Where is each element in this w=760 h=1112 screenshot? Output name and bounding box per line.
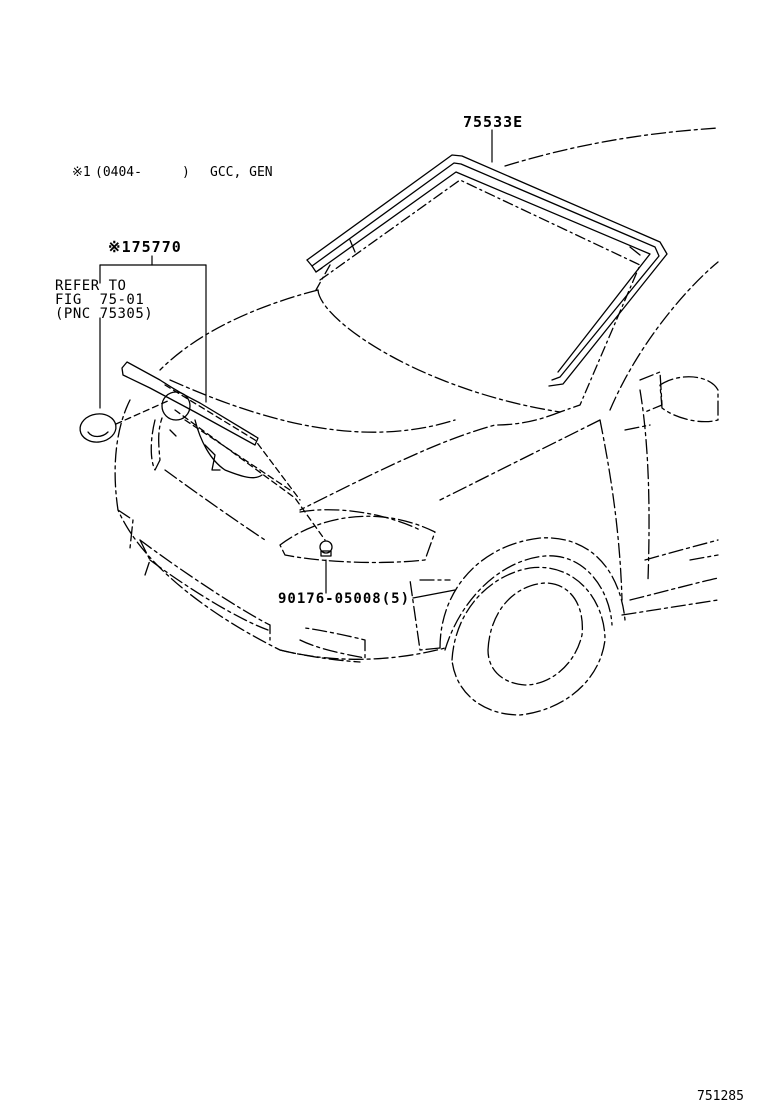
note-mark: ※1 [72, 165, 91, 180]
headlamp [279, 509, 436, 564]
windshield-molding [306, 154, 668, 387]
front-bumper [114, 399, 446, 663]
hood [159, 289, 561, 511]
part-number-molding: 75533E [463, 113, 524, 131]
part-number-bolt: 90176-05008(5) [278, 591, 411, 607]
windshield-glass [319, 179, 641, 413]
emblem-plate [121, 361, 263, 479]
emblem-badge [79, 413, 117, 443]
side-body [439, 261, 719, 616]
note-markets: GCC, GEN [210, 165, 273, 180]
roof-line [504, 127, 719, 167]
leader-lines [99, 129, 493, 599]
install-lines [115, 384, 326, 541]
part-number-emblem: ※175770 [108, 238, 182, 256]
clip-bolt [319, 540, 333, 557]
illustration-code: 751285 [697, 1089, 744, 1104]
front-wheel [409, 537, 626, 716]
side-mirror [624, 371, 719, 431]
refer-line-3: (PNC 75305) [55, 306, 154, 322]
note-paren-close: ) [182, 165, 190, 180]
refer-line-2: FIG 75-01 [55, 292, 145, 308]
note-date-range: (0404- [95, 165, 142, 180]
refer-line-1: REFER TO [55, 278, 127, 294]
